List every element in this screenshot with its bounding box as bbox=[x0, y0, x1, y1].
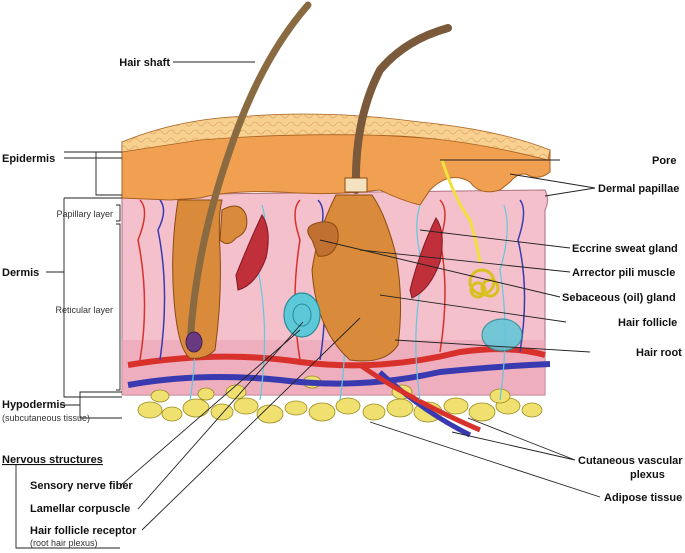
arrector-pili-right bbox=[409, 217, 443, 299]
label-dermis: Dermis bbox=[2, 267, 39, 279]
hair-shaft-left bbox=[186, 1, 312, 349]
label-hair-shaft: Hair shaft bbox=[119, 57, 170, 69]
label-hair-follicle: Hair follicle bbox=[618, 317, 677, 329]
label-lamellar-corpuscle: Lamellar corpuscle bbox=[30, 503, 130, 515]
sebaceous-gland-left bbox=[219, 205, 248, 244]
label-cutaneous-vascular-plexus-1: Cutaneous vascular bbox=[578, 455, 683, 467]
label-hair-follicle-receptor-sub: (root hair plexus) bbox=[30, 538, 98, 548]
label-adipose-tissue: Adipose tissue bbox=[604, 492, 682, 504]
label-hair-root: Hair root bbox=[636, 347, 682, 359]
hair-root-sheath bbox=[344, 177, 368, 193]
right-labels: Pore Dermal papillae Eccrine sweat gland… bbox=[562, 155, 683, 504]
artery-branch-down bbox=[358, 362, 481, 433]
sweat-gland-coil bbox=[468, 268, 500, 299]
sweat-duct bbox=[440, 159, 482, 263]
label-eccrine-sweat-gland: Eccrine sweat gland bbox=[572, 243, 678, 255]
label-hypodermis-sub: (subcutaneous tissue) bbox=[2, 413, 90, 423]
label-cutaneous-vascular-plexus-2: plexus bbox=[630, 469, 665, 481]
leader-lines bbox=[15, 61, 601, 549]
lamellar-corpuscle-right bbox=[481, 318, 523, 352]
label-nervous-structures: Nervous structures bbox=[2, 454, 103, 466]
stratum-corneum-texture bbox=[122, 114, 550, 160]
label-hypodermis: Hypodermis bbox=[2, 399, 66, 411]
label-pore: Pore bbox=[652, 155, 676, 167]
arrector-pili-left bbox=[235, 213, 269, 291]
label-hair-follicle-receptor: Hair follicle receptor bbox=[30, 525, 137, 537]
label-arrector-pili-muscle: Arrector pili muscle bbox=[572, 267, 675, 279]
hair-shaft-center bbox=[351, 24, 452, 194]
label-reticular-layer: Reticular layer bbox=[55, 305, 113, 315]
lamellar-corpuscle-inner bbox=[292, 303, 312, 327]
hair-bulb-left bbox=[185, 331, 203, 353]
vein-vessel bbox=[127, 361, 551, 388]
lamellar-corpuscle-graphic bbox=[283, 292, 321, 338]
label-dermal-papillae: Dermal papillae bbox=[598, 183, 679, 195]
label-epidermis: Epidermis bbox=[2, 153, 55, 165]
left-labels: Hair shaft Epidermis Papillary layer Der… bbox=[2, 57, 170, 548]
label-papillary-layer: Papillary layer bbox=[56, 209, 113, 219]
label-sebaceous-gland: Sebaceous (oil) gland bbox=[562, 292, 676, 304]
vessel-branch-down bbox=[378, 370, 472, 438]
sebaceous-gland-center bbox=[307, 221, 339, 257]
label-sensory-nerve-fiber: Sensory nerve fiber bbox=[30, 480, 133, 492]
